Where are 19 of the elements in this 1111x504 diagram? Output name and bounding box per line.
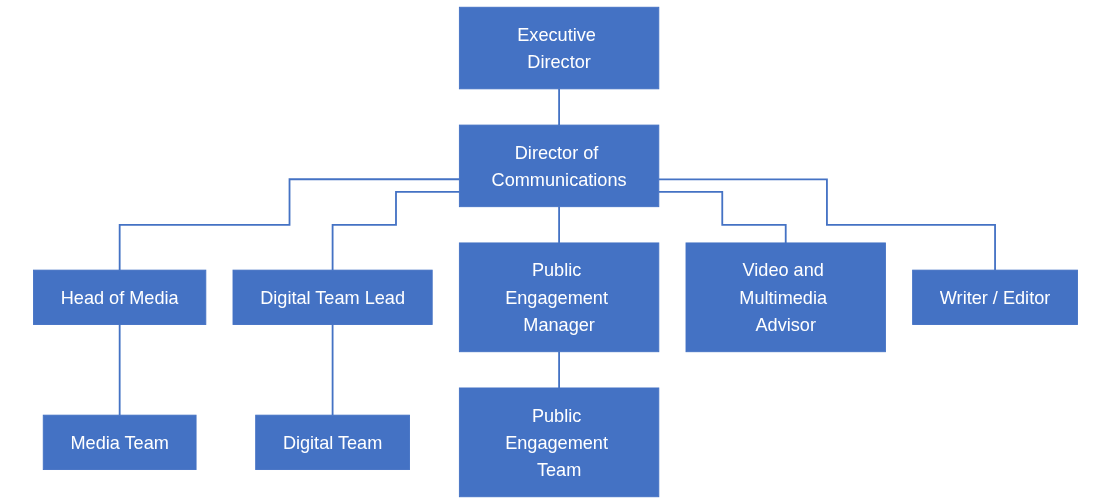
connector [118, 323, 121, 417]
node-box: Director of Communications [458, 124, 660, 208]
node-box: Public Engagement Team [458, 387, 660, 498]
node-box: Media Team [42, 414, 197, 470]
connector [657, 178, 996, 272]
connector [558, 87, 560, 126]
connector [657, 190, 787, 244]
connector [558, 205, 560, 244]
node-box: Video and Multimedia Advisor [685, 242, 886, 353]
node-box: Executive Director [458, 6, 660, 90]
connector [331, 190, 461, 272]
node-box: Digital Team [255, 414, 410, 470]
node-box: Head of Media [33, 269, 207, 325]
connector [331, 323, 334, 417]
node-box: Public Engagement Manager [458, 242, 660, 353]
connector [118, 178, 461, 272]
node-box: Digital Team Lead [232, 269, 433, 325]
node-box: Writer / Editor [912, 269, 1078, 325]
connector [558, 350, 560, 389]
